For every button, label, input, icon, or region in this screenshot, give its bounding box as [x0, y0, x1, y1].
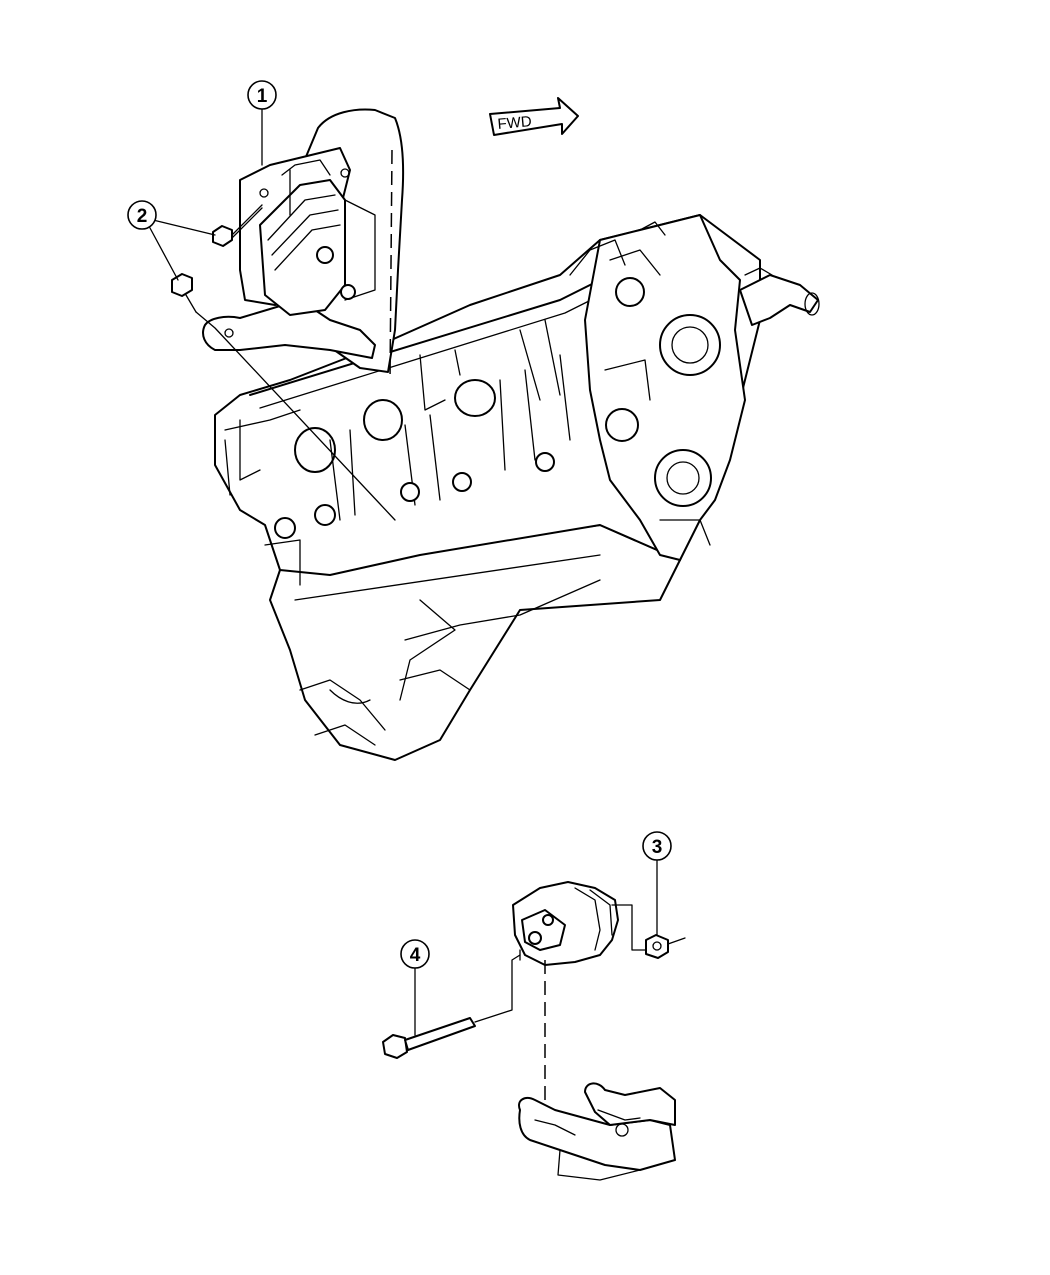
callout-3: 3: [642, 831, 672, 936]
fwd-label: FWD: [497, 113, 533, 133]
callout-4: 4: [400, 939, 430, 1036]
port-bore: [294, 427, 336, 473]
callout-1: 1: [247, 80, 277, 166]
callout-2-number: 2: [137, 206, 148, 227]
callout-4-number: 4: [410, 945, 421, 966]
bolt-lower: [171, 273, 197, 313]
boss: [542, 914, 554, 926]
boss: [452, 472, 472, 492]
nut: [645, 934, 686, 959]
engine-mount-bracket: [202, 108, 405, 373]
boss: [316, 246, 334, 264]
boss: [615, 277, 645, 307]
bolt-leader: [195, 311, 396, 521]
callout-3-number: 3: [652, 837, 663, 858]
fwd-direction-arrow: FWD: [489, 97, 579, 136]
bolt-upper: [212, 204, 263, 247]
centerline: [389, 149, 393, 381]
engine-block: [214, 214, 820, 761]
port-bore: [363, 399, 403, 441]
boss: [314, 504, 336, 526]
boss: [605, 408, 639, 442]
mount-flange: [202, 299, 376, 359]
callout-2: 2: [127, 200, 216, 281]
boss: [528, 931, 542, 945]
boss: [274, 517, 296, 539]
boss: [400, 482, 420, 502]
through-bolt: [382, 954, 521, 1059]
callout-1-number: 1: [257, 86, 268, 107]
lower-mount-insulator: [512, 881, 646, 966]
frame-bracket: [518, 1082, 676, 1181]
port-bore: [454, 379, 496, 417]
boss: [535, 452, 555, 472]
bolt-leader: [231, 207, 263, 239]
water-outlet: [739, 274, 819, 326]
pulley-upper: [659, 314, 721, 376]
pulley-lower: [654, 449, 712, 507]
